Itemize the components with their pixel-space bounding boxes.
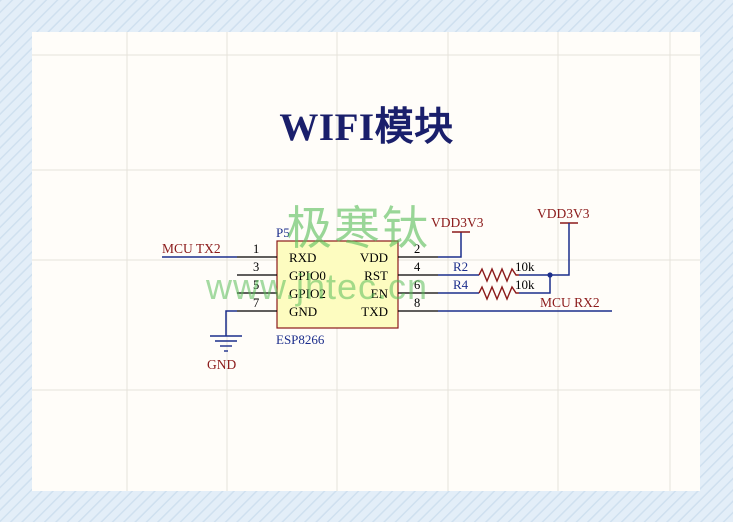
pin-number-6: 6	[414, 278, 420, 292]
pin-number-7: 7	[253, 296, 259, 310]
net-vdd3v3-1: VDD3V3	[431, 215, 484, 230]
pin-number-1: 1	[253, 242, 259, 256]
resistor-r4-value: 10k	[515, 277, 535, 292]
junction-dot	[547, 272, 553, 278]
right-pin-lines	[398, 256, 438, 312]
component-part-name: ESP8266	[276, 332, 325, 347]
net-vdd3v3-2: VDD3V3	[537, 206, 590, 221]
pin-name-gpio2: GPIO2	[289, 286, 326, 301]
pin-name-gpio0: GPIO0	[289, 268, 326, 283]
ground-symbol	[210, 335, 242, 352]
net-mcu-rx2: MCU RX2	[540, 295, 600, 310]
pin-name-rst: RST	[364, 268, 388, 283]
pin-name-rxd: RXD	[289, 250, 316, 265]
resistor-r2-value: 10k	[515, 259, 535, 274]
pin-number-5: 5	[253, 278, 259, 292]
wires	[162, 232, 612, 336]
pin-name-en: EN	[371, 286, 389, 301]
pin-name-gnd: GND	[289, 304, 317, 319]
pin-number-3: 3	[253, 260, 259, 274]
component-designator: P5	[276, 225, 290, 240]
resistor-r2-symbol[interactable]	[478, 267, 519, 283]
left-pin-lines	[237, 256, 277, 312]
sheet-title: WIFI模块	[279, 106, 454, 149]
pin-number-8: 8	[414, 296, 420, 310]
pin-number-4: 4	[414, 260, 421, 274]
wire-vdd-2	[550, 232, 570, 276]
resistor-r4-symbol[interactable]	[478, 285, 519, 301]
pin-name-txd: TXD	[361, 304, 388, 319]
resistor-r4-designator: R4	[453, 277, 469, 292]
wire-gnd	[225, 310, 237, 336]
wire-vdd-1	[438, 232, 462, 258]
wire-r4-out	[519, 275, 551, 294]
net-mcu-tx2: MCU TX2	[162, 241, 221, 256]
pin-name-vdd: VDD	[360, 250, 388, 265]
net-gnd: GND	[207, 357, 236, 372]
pin-number-2: 2	[414, 242, 420, 256]
esp8266-body[interactable]	[276, 240, 399, 329]
resistor-r2-designator: R2	[453, 259, 468, 274]
